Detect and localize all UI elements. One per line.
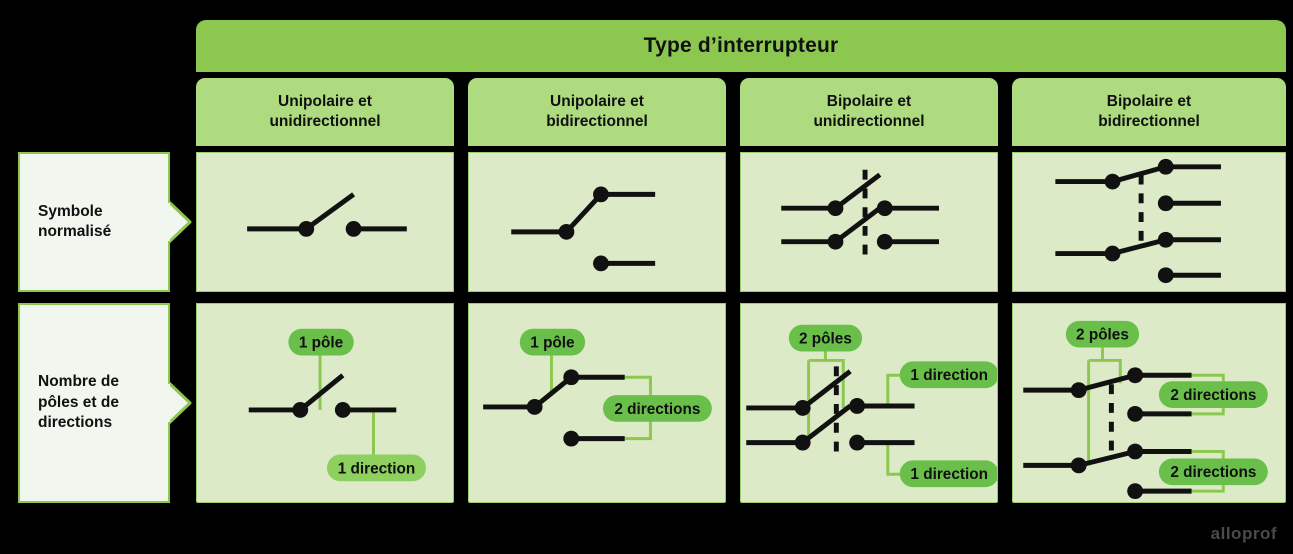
pill-pole-label: 1 pôle	[530, 335, 574, 352]
pill-direction-label: 1 direction	[338, 460, 416, 477]
table-title: Type d’interrupteur	[196, 20, 1286, 72]
switch-symbol-dpst	[781, 169, 939, 260]
annotated-cell-bipolaire-unidirectionnel: 2 pôles 1 direction 1 direction	[740, 303, 998, 503]
pill-direction-1: 1 direction	[326, 454, 426, 482]
row-label-line1: Symbole	[38, 202, 103, 220]
symbol-cell-bipolaire-bidirectionnel	[1012, 152, 1286, 292]
pill-direction-label: 2 directions	[1170, 464, 1256, 481]
symbol-cell-unipolaire-unidirectionnel	[196, 152, 454, 292]
column-header-bipolaire-unidirectionnel: Bipolaire et unidirectionnel	[740, 78, 998, 146]
pill-pole-label: 2 pôles	[799, 331, 852, 348]
pill-direction-2: 1 direction	[899, 460, 997, 488]
annotated-cell-unipolaire-unidirectionnel: 1 pôle 1 direction	[196, 303, 454, 503]
column-header-line1: Unipolaire et	[278, 93, 372, 111]
pivot-dot-lower	[1104, 245, 1121, 262]
row-label-line2: pôles et de	[38, 393, 119, 411]
column-header-line1: Bipolaire et	[826, 93, 912, 111]
row-label-line1: Nombre de	[38, 373, 119, 391]
pivot-dot-lower	[794, 434, 811, 451]
column-header-unipolaire-bidirectionnel: Unipolaire et bidirectionnel	[468, 78, 726, 146]
contact-dot-upper	[563, 369, 580, 386]
pivot-dot-lower	[827, 233, 844, 250]
contact-dot-lower	[563, 430, 580, 447]
contact-dot-lower	[849, 434, 866, 451]
pill-pole: 2 pôles	[1065, 320, 1140, 348]
pill-pole-label: 2 pôles	[1076, 327, 1129, 344]
symbol-cell-unipolaire-bidirectionnel	[468, 152, 726, 292]
pill-pole: 1 pôle	[288, 328, 354, 356]
column-header-line1: Unipolaire et	[550, 93, 644, 111]
switch-symbol-dpdt	[1055, 158, 1221, 284]
contact-dot-1	[1157, 158, 1174, 175]
pill-direction-1: 1 direction	[899, 361, 997, 389]
row-label-line2: normalisé	[38, 223, 112, 240]
contact-dot-1	[1127, 367, 1144, 384]
pill-direction-2: 2 directions	[1158, 458, 1268, 486]
column-header-line2: unidirectionnel	[813, 113, 925, 130]
column-header-line2: bidirectionnel	[546, 113, 648, 130]
contact-dot-upper	[593, 186, 609, 203]
contact-dot-upper	[876, 200, 893, 217]
pill-direction-1: 2 directions	[602, 395, 712, 422]
column-header-line1: Bipolaire et	[1106, 93, 1192, 111]
alloprof-logo: alloprof	[1210, 524, 1277, 543]
pill-direction-label: 2 directions	[614, 401, 700, 418]
switch-symbol-spdt	[511, 186, 656, 272]
pivot-dot	[526, 399, 543, 415]
callout-pointer-icon	[165, 199, 193, 245]
contact-dot-3	[1157, 231, 1174, 248]
contact-dot-lower	[593, 255, 609, 272]
pivot-dot	[298, 221, 315, 237]
symbol-cell-bipolaire-unidirectionnel	[740, 152, 998, 292]
contact-dot	[334, 402, 351, 418]
contact-dot-upper	[849, 398, 866, 414]
contact-dot-3	[1127, 443, 1144, 460]
pill-pole: 2 pôles	[788, 324, 863, 352]
row-label-symbole-normalise: Symbole normalisé	[18, 152, 192, 292]
pill-direction-label: 1 direction	[910, 367, 988, 384]
pivot-dot-upper	[1104, 173, 1121, 190]
annotated-cell-unipolaire-bidirectionnel: 1 pôle 2 directions	[468, 303, 726, 503]
pivot-dot-upper	[794, 400, 811, 416]
contact-dot-lower	[876, 233, 893, 250]
pill-direction-label: 2 directions	[1170, 387, 1256, 404]
pivot-dot	[292, 402, 309, 418]
contact-dot-4	[1127, 483, 1144, 500]
pivot-dot-lower	[1070, 457, 1087, 474]
annotated-switch-spdt: 1 pôle 2 directions	[483, 328, 712, 447]
switch-symbol-spst	[247, 192, 407, 237]
pivot-dot-upper	[827, 200, 844, 217]
pivot-dot	[558, 223, 575, 240]
annotated-cell-bipolaire-bidirectionnel: 2 pôles 2 directions 2 directions	[1012, 303, 1286, 503]
pill-pole: 1 pôle	[519, 328, 586, 356]
column-header-line2: unidirectionnel	[269, 113, 381, 130]
annotated-switch-dpdt: 2 pôles 2 directions 2 directions	[1023, 320, 1268, 500]
annotated-switch-dpst: 2 pôles 1 direction 1 direction	[746, 324, 997, 488]
pill-pole-label: 1 pôle	[299, 335, 343, 352]
row-label-nombre-poles-directions: Nombre de pôles et de directions	[18, 303, 192, 503]
contact-dot-4	[1157, 267, 1174, 284]
row-label-line3: directions	[38, 414, 113, 432]
pill-direction-1: 2 directions	[1158, 381, 1268, 408]
pill-direction-label: 1 direction	[910, 466, 988, 483]
contact-dot-2	[1157, 195, 1174, 212]
callout-pointer-icon	[165, 380, 193, 426]
bracket-poles	[1087, 358, 1122, 466]
column-header-bipolaire-bidirectionnel: Bipolaire et bidirectionnel	[1012, 78, 1286, 146]
pivot-dot-upper	[1070, 382, 1087, 399]
column-header-line2: bidirectionnel	[1098, 113, 1200, 130]
column-header-unipolaire-unidirectionnel: Unipolaire et unidirectionnel	[196, 78, 454, 146]
contact-dot	[345, 221, 362, 237]
annotated-switch-spst: 1 pôle 1 direction	[248, 328, 426, 482]
contact-dot-2	[1127, 405, 1144, 422]
